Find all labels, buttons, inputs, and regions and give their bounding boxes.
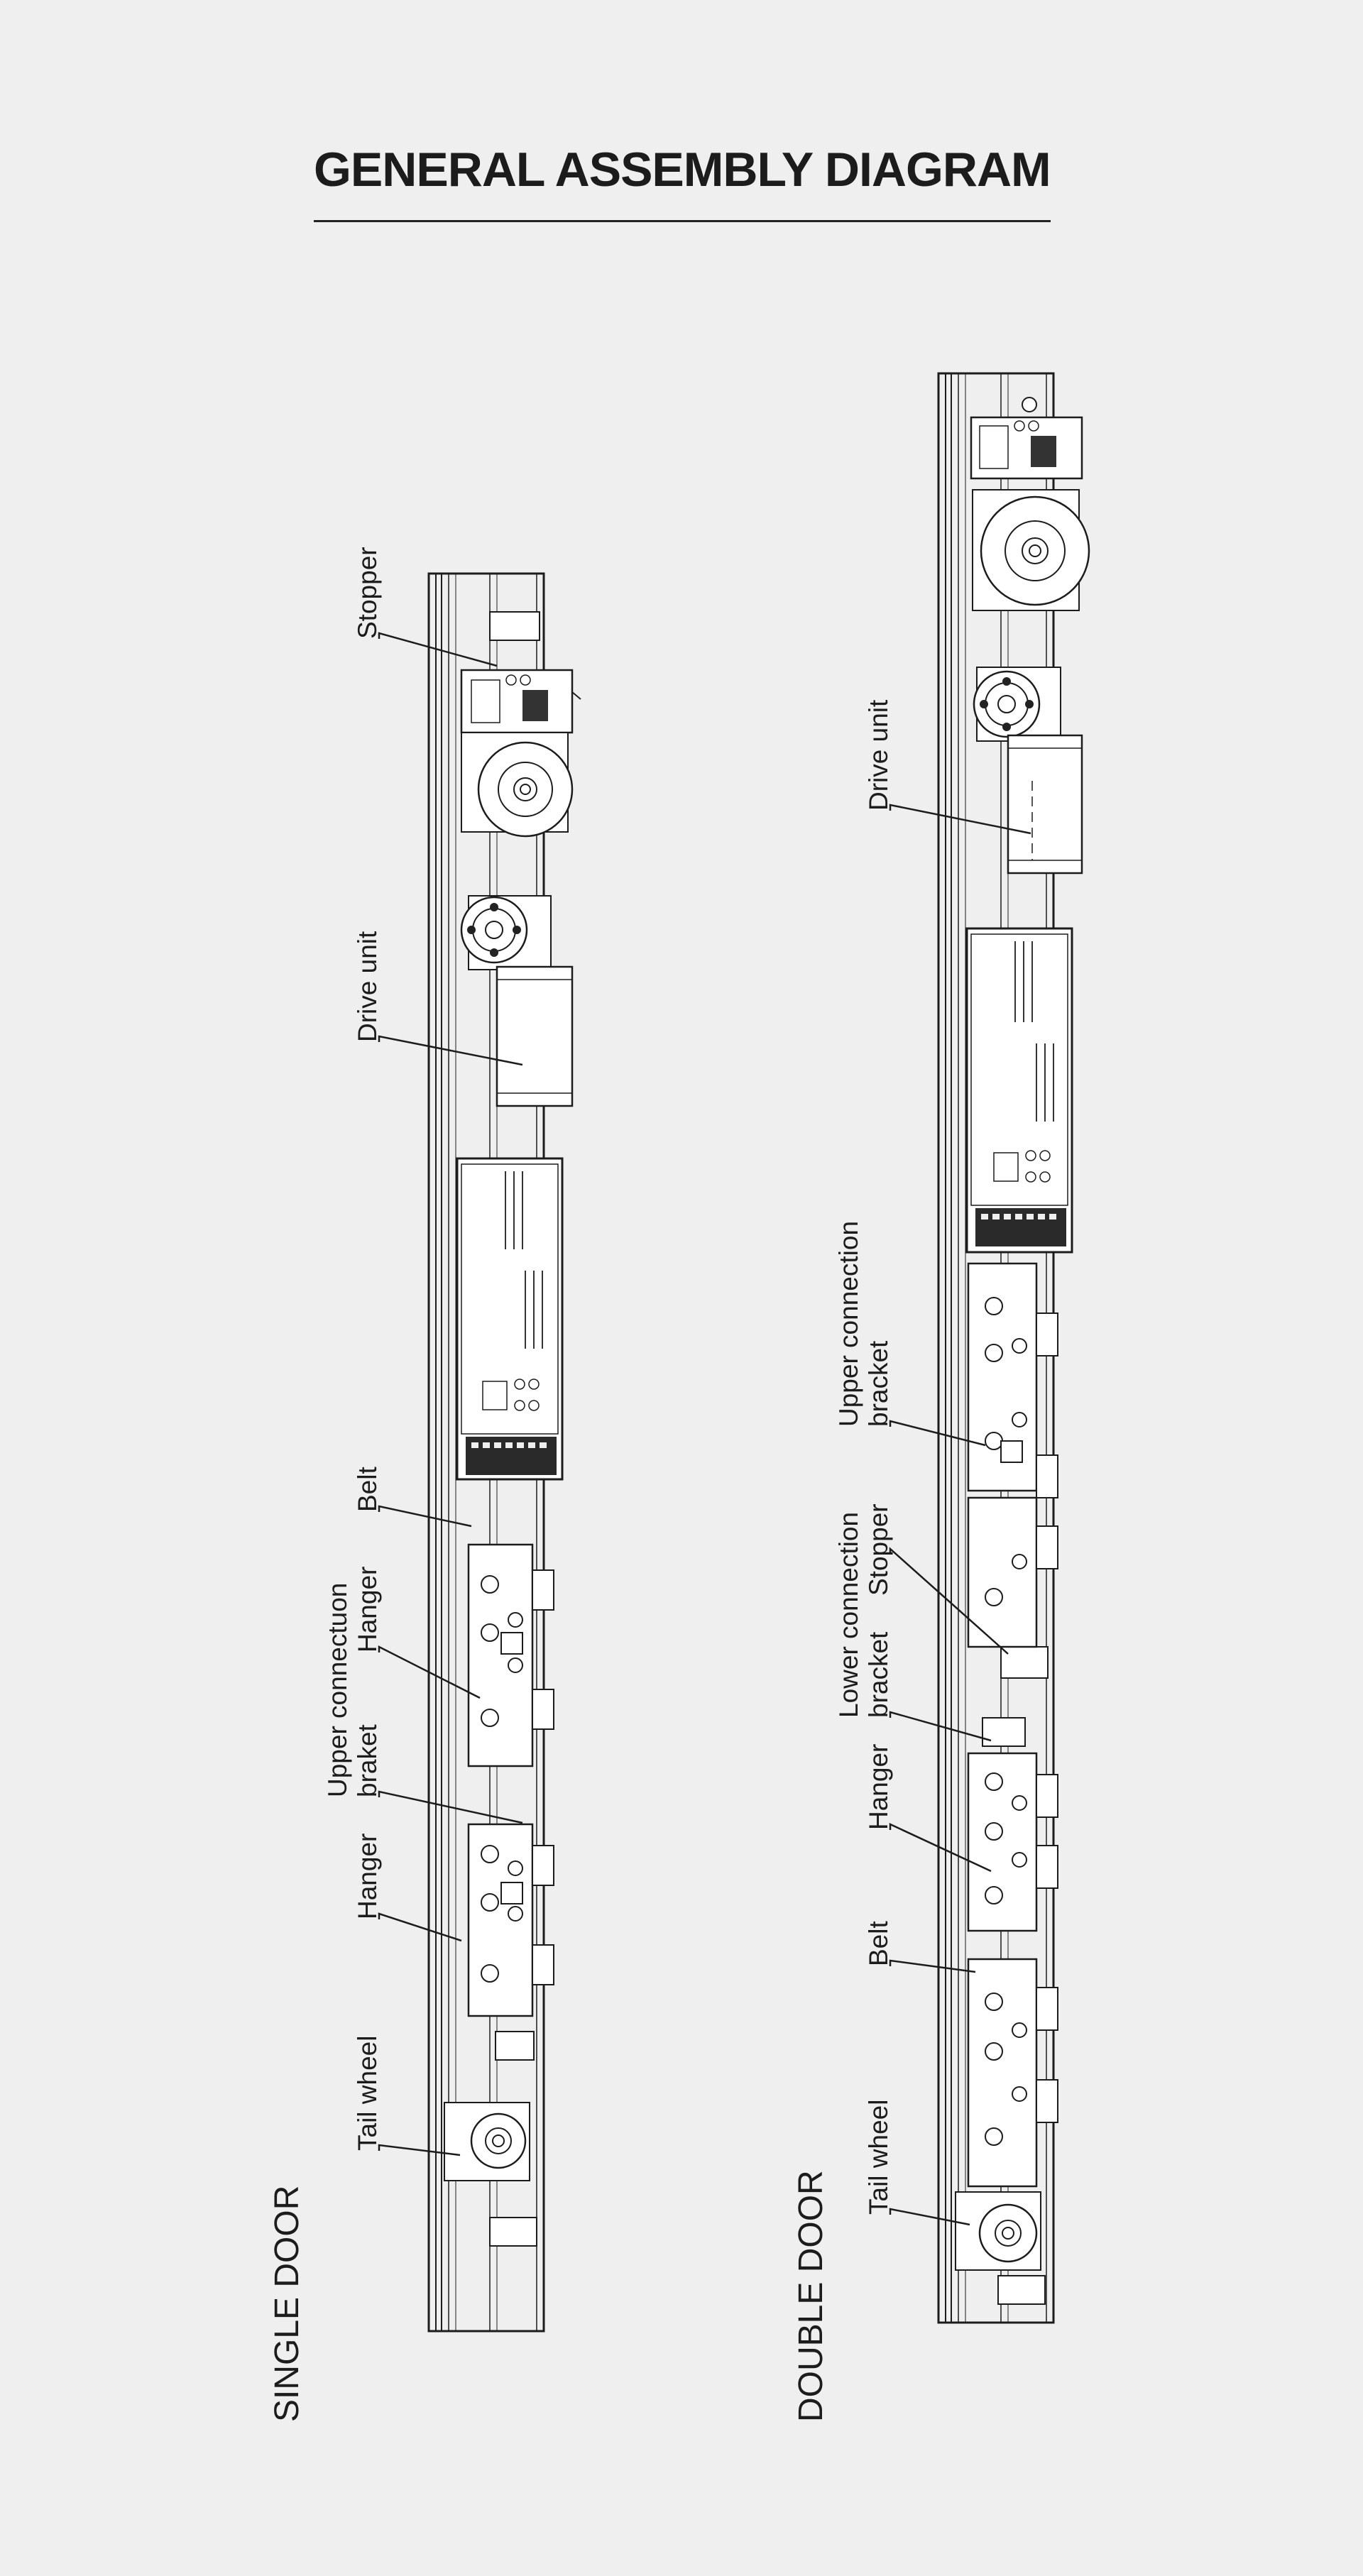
single-stopper (460, 611, 581, 734)
single-pulley-wheel (461, 732, 574, 838)
double-door-heading: DOUBLE DOOR (792, 2170, 830, 2422)
label-double-upper-bracket-line2: bracket (864, 1340, 893, 1427)
page-title: GENERAL ASSEMBLY DIAGRAM (314, 143, 1051, 197)
label-single-hanger-1: Hanger (353, 1567, 382, 1653)
label-double-tail-wheel: Tail wheel (864, 2100, 893, 2215)
label-double-drive-unit: Drive unit (864, 699, 893, 811)
label-single-stopper: Stopper (353, 547, 382, 639)
single-hanger-1 (467, 1543, 554, 1767)
single-leader-lines (378, 632, 523, 2156)
label-double-upper-bracket-line1: Upper connection (834, 1221, 863, 1427)
double-motor-flange (973, 667, 1061, 742)
label-single-belt: Belt (353, 1467, 382, 1512)
label-double-stopper: Stopper (864, 1503, 893, 1596)
double-hanger-c (967, 1752, 1058, 1932)
double-controller-box (965, 927, 1073, 1254)
double-hanger-b (967, 1496, 1058, 1648)
label-double-belt: Belt (864, 1921, 893, 1966)
label-single-upper-bracket-line1: Upper connectuon (323, 1583, 352, 1797)
label-single-upper-bracket-line2: braket (353, 1723, 382, 1797)
title-underline (314, 220, 1051, 222)
label-double-lower-bracket-line1: Lower connection (834, 1512, 863, 1718)
double-stopper-top (970, 397, 1083, 480)
double-stopper-mid (982, 1646, 1049, 1747)
double-drive-motor (1007, 734, 1083, 875)
label-single-tail-wheel: Tail wheel (353, 2036, 382, 2151)
label-double-hanger: Hanger (864, 1744, 893, 1830)
single-drive-motor (496, 965, 574, 1107)
double-door-assembly: Drive unit Upper connection bracket Stop… (792, 372, 1090, 2422)
single-door-heading: SINGLE DOOR (268, 2186, 306, 2422)
single-motor-flange (460, 895, 552, 970)
label-single-drive-unit: Drive unit (353, 931, 382, 1042)
single-door-assembly: Stopper Drive unit Belt Hanger Upper con… (268, 547, 581, 2422)
double-pulley-wheel (972, 489, 1090, 611)
single-tail-wheel (444, 2102, 537, 2247)
single-controller-box (456, 1157, 564, 1481)
double-hanger-a (967, 1262, 1058, 1498)
double-hanger-d (967, 1958, 1058, 2188)
label-double-lower-bracket-line2: bracket (864, 1631, 893, 1718)
label-single-hanger-2: Hanger (353, 1834, 382, 1919)
double-tail-wheel (955, 2191, 1046, 2305)
double-leader-lines (889, 804, 1031, 2226)
single-hanger-2 (467, 1823, 554, 2061)
